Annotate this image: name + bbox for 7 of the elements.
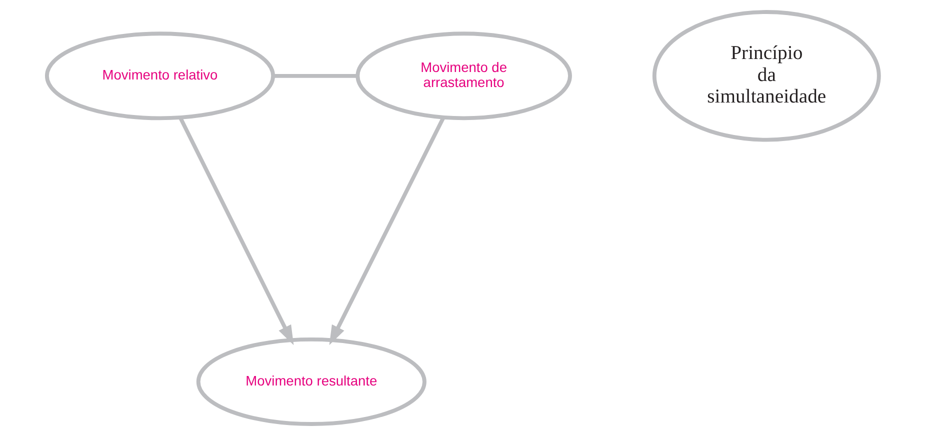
arrow bbox=[329, 116, 446, 346]
arrow bbox=[178, 116, 294, 346]
connector bbox=[273, 74, 358, 78]
node-ellipse: Princípio da simultaneidade bbox=[652, 10, 881, 142]
node-ellipse: Movimento relativo bbox=[44, 32, 276, 120]
node-ellipse: Movimento resultante bbox=[196, 337, 426, 426]
node-ellipse: Movimento de arrastamento bbox=[356, 32, 572, 120]
